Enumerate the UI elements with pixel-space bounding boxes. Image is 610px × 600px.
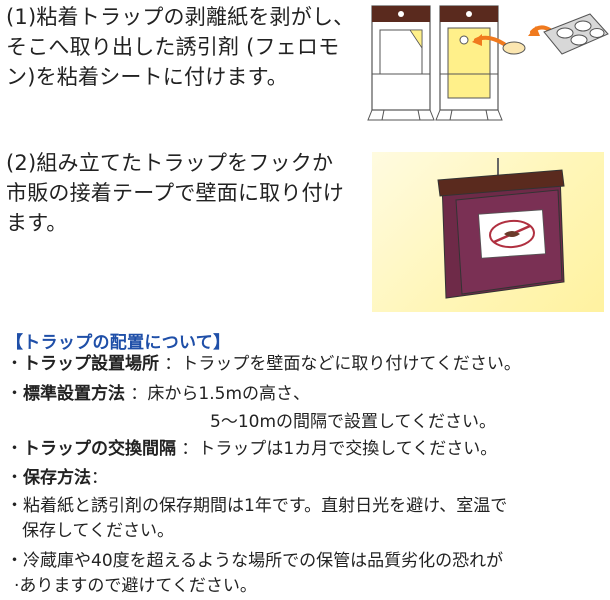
list-item: ・粘着紙と誘引剤の保存期間は1年です。直射日光を避け、室温で xyxy=(6,494,507,518)
item-label: トラップの交換間隔 xyxy=(23,439,176,459)
separator: ： xyxy=(130,384,148,404)
trap-card-right xyxy=(435,5,503,121)
list-item-continuation: 5～10mの間隔で設置してください。 xyxy=(210,412,496,432)
lure-dot-icon xyxy=(459,35,469,45)
bullet: ・ xyxy=(6,496,23,516)
item-text: 床から1.5mの高さ、 xyxy=(147,384,311,404)
list-item: ・トラップの交換間隔 ：トラップは1カ月で交換してください。 xyxy=(6,437,497,461)
bullet: ・ xyxy=(6,468,23,488)
item-text: 冷蔵庫や40度を超えるような場所での保管は品質劣化の恐れが xyxy=(23,551,504,571)
item-label: 標準設置方法 xyxy=(23,384,125,404)
trap-assembly-illustration xyxy=(367,5,609,121)
mounted-trap-illustration xyxy=(372,152,604,312)
item-text: 粘着紙と誘引剤の保存期間は1年です。直射日光を避け、室温で xyxy=(23,496,508,516)
lure-disc-icon xyxy=(502,41,526,55)
list-item: ・標準設置方法 ：床から1.5mの高さ、 xyxy=(6,382,310,406)
list-item-continuation: ·ありますので避けてください。 xyxy=(14,576,257,596)
separator: ： xyxy=(164,354,182,374)
bullet: ・ xyxy=(6,439,23,459)
step-1-instruction: (1)粘着トラップの剥離紙を剥がし、 そこへ取り出した誘引剤 (フェロモ ン)を… xyxy=(6,5,355,89)
bullet: ・ xyxy=(6,551,23,571)
item-text: トラップは1カ月で交換してください。 xyxy=(198,439,498,459)
step-2-instruction: (2)組み立てたトラップをフックか 市販の接着テープで壁面に取り付け ます。 xyxy=(6,151,344,235)
separator: ： xyxy=(181,439,199,459)
section-title: 【トラップの配置について】 xyxy=(6,333,231,353)
list-item: ・保存方法： xyxy=(6,466,108,490)
trap-card-left xyxy=(367,5,435,121)
item-label: トラップ設置場所 xyxy=(23,354,159,374)
item-label: 保存方法 xyxy=(23,468,91,488)
peeled-corner-icon xyxy=(409,29,423,50)
bullet: ・ xyxy=(6,354,23,374)
separator: ： xyxy=(91,468,108,488)
blister-pack-icon xyxy=(543,13,609,55)
bullet: ・ xyxy=(6,384,23,404)
list-item: ・冷蔵庫や40度を超えるような場所での保管は品質劣化の恐れが xyxy=(6,549,503,573)
list-item: ・トラップ設置場所 ：トラップを壁面などに取り付けてください。 xyxy=(6,352,521,376)
item-text: トラップを壁面などに取り付けてください。 xyxy=(181,354,521,374)
list-item-continuation: 保存してください。 xyxy=(22,521,174,541)
